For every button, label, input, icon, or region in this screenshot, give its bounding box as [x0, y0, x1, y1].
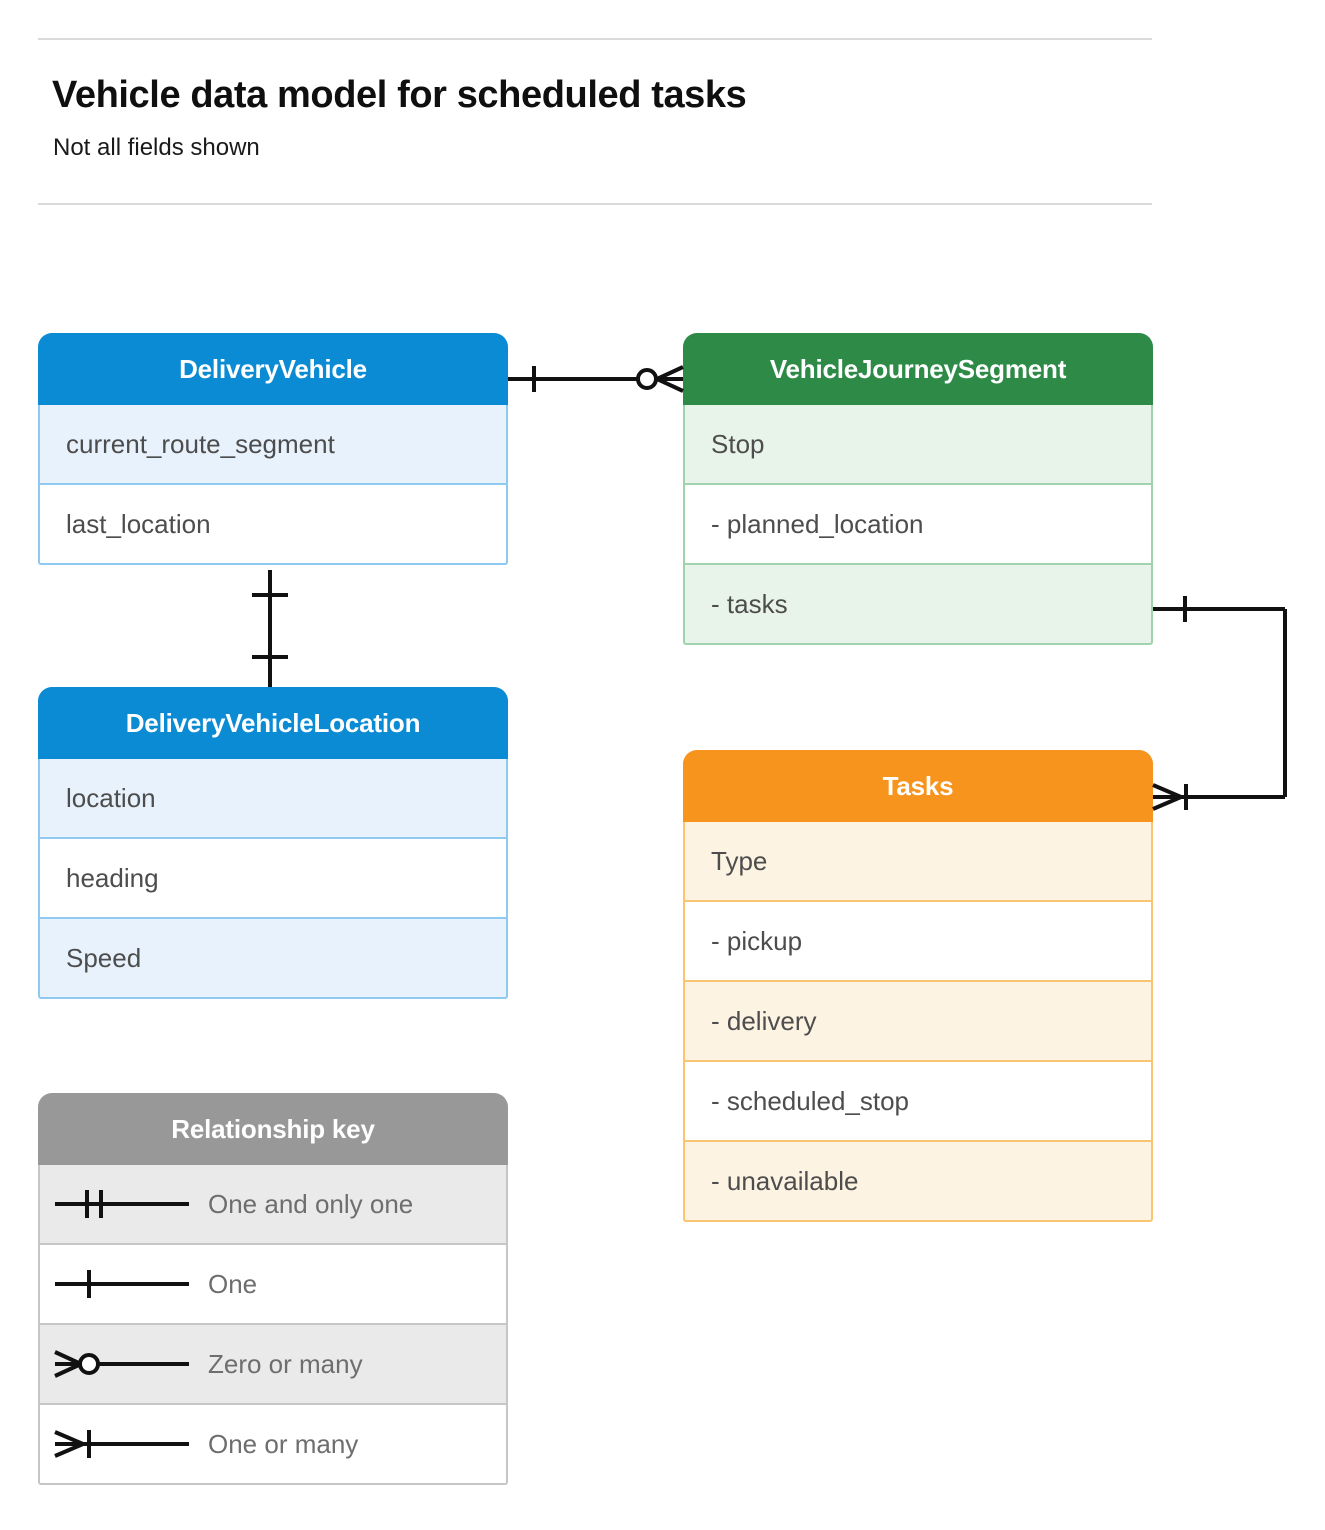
legend-item-label: One [208, 1268, 258, 1299]
entity-field-row: last_location [38, 485, 508, 565]
entity-field-row: current_route_segment [38, 405, 508, 485]
legend-item-label: Zero or many [208, 1348, 363, 1379]
entity-vehicle-journey-segment-title: VehicleJourneySegment [683, 333, 1153, 405]
entity-delivery-vehicle-title: DeliveryVehicle [38, 333, 508, 405]
entity-tasks[interactable]: Tasks Type - pickup - delivery - schedul… [683, 750, 1153, 1222]
entity-field-row: - planned_location [683, 485, 1153, 565]
legend-item-one: One [38, 1245, 508, 1325]
legend-item-label: One and only one [208, 1188, 414, 1219]
legend-item-label: One or many [208, 1428, 359, 1459]
one-icon [40, 1264, 208, 1304]
entity-field-row: location [38, 759, 508, 839]
entity-delivery-vehicle[interactable]: DeliveryVehicle current_route_segment la… [38, 333, 508, 565]
entity-field-row: heading [38, 839, 508, 919]
legend-item-one-and-only-one: One and only one [38, 1165, 508, 1245]
connector-deliveryvehicle-to-journeysegment [508, 365, 684, 393]
entity-field-row: - unavailable [683, 1142, 1153, 1222]
entity-field-row: - delivery [683, 982, 1153, 1062]
one-and-only-one-icon [40, 1184, 208, 1224]
page-subtitle: Not all fields shown [53, 134, 260, 161]
legend-item-zero-or-many: Zero or many [38, 1325, 508, 1405]
one-or-many-icon [40, 1424, 208, 1464]
entity-vehicle-journey-segment[interactable]: VehicleJourneySegment Stop - planned_loc… [683, 333, 1153, 645]
legend-item-one-or-many: One or many [38, 1405, 508, 1485]
entity-tasks-title: Tasks [683, 750, 1153, 822]
page-title: Vehicle data model for scheduled tasks [52, 74, 747, 116]
entity-field-row: Type [683, 822, 1153, 902]
entity-delivery-vehicle-location-title: DeliveryVehicleLocation [38, 687, 508, 759]
connector-journeysegment-to-tasks [1152, 596, 1287, 811]
bottom-divider [38, 203, 1152, 205]
entity-field-row: - scheduled_stop [683, 1062, 1153, 1142]
entity-field-row: Stop [683, 405, 1153, 485]
zero-or-many-icon [40, 1344, 208, 1384]
relationship-key-card[interactable]: Relationship key One and only one One [38, 1093, 508, 1485]
connector-deliveryvehicle-to-vehiclelocation [252, 570, 288, 687]
relationship-key-title: Relationship key [38, 1093, 508, 1165]
top-divider [38, 38, 1152, 40]
entity-field-row: - pickup [683, 902, 1153, 982]
entity-delivery-vehicle-location[interactable]: DeliveryVehicleLocation location heading… [38, 687, 508, 999]
entity-field-row: Speed [38, 919, 508, 999]
entity-field-row: - tasks [683, 565, 1153, 645]
